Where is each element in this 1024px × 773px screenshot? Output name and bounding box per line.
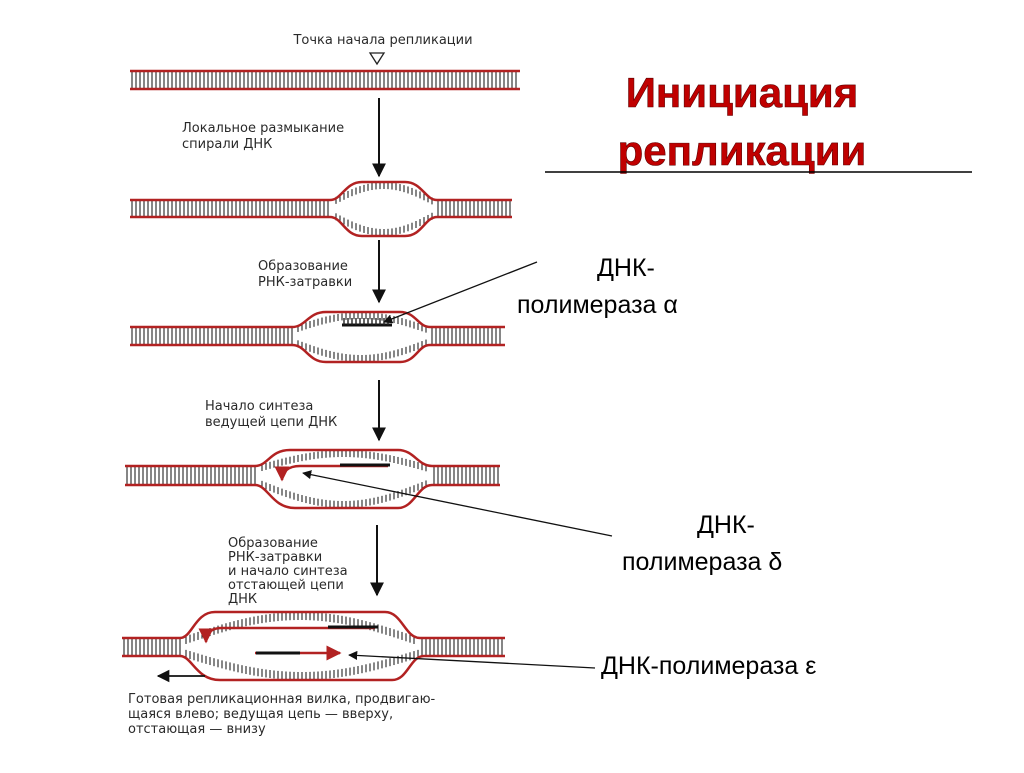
title-line-1: Инициация — [626, 69, 859, 116]
dna-strand-top-2 — [130, 180, 512, 202]
dna-rungs-5 — [123, 612, 503, 680]
origin-triangle-icon — [368, 52, 386, 66]
title-line-2: репликации — [618, 127, 867, 174]
dna-strand-top-3 — [130, 310, 505, 329]
dna-stage-4 — [125, 448, 500, 510]
step-4-line-2: РНК-затравки — [228, 550, 322, 565]
caption-line-1: Готовая репликационная вилка, продвигаю- — [128, 692, 436, 707]
dna-rungs-2 — [131, 182, 511, 236]
origin-label: Точка начала репликации — [292, 33, 472, 48]
polymerase-epsilon-label: ДНК-полимераза ε — [601, 652, 816, 680]
step-3-line-2: ведущей цепи ДНК — [205, 415, 337, 430]
polymerase-alpha-line-1: ДНК- — [597, 254, 655, 282]
leading-strand-4 — [274, 464, 388, 482]
dna-strand-bottom-4 — [125, 483, 500, 510]
dna-rungs-3 — [131, 312, 501, 362]
step-3-line-1: Начало синтеза — [205, 399, 313, 414]
pointer-epsilon — [348, 650, 596, 669]
step-4-line-5: ДНК — [228, 592, 257, 607]
dna-strand-bottom-3 — [130, 343, 505, 364]
dna-strand-top-5 — [122, 610, 505, 640]
dna-stage-2 — [130, 180, 512, 238]
polymerase-alpha-line-2: полимераза α — [517, 291, 678, 319]
step-2-line-1: Образование — [258, 259, 348, 274]
caption-line-2: щаяся влево; ведущая цепь — вверху, — [128, 707, 393, 722]
pointer-alpha — [383, 261, 538, 324]
step-4-line-1: Образование — [228, 536, 318, 551]
dna-strand-bottom-5 — [122, 654, 505, 682]
dna-stage-3 — [130, 310, 505, 364]
dna-rungs-1 — [131, 71, 517, 89]
dna-strand-top-4 — [125, 448, 500, 468]
step-1-line-1: Локальное размыкание — [182, 121, 344, 136]
rna-primer-rungs-3 — [343, 318, 389, 325]
caption-line-3: отстающая — внизу — [128, 722, 266, 737]
step-4-line-4: отстающей цепи — [228, 578, 344, 593]
step-1-line-2: спирали ДНК — [182, 137, 272, 152]
step-4-line-3: и начало синтеза — [228, 564, 348, 579]
polymerase-delta-line-2: полимераза δ — [622, 548, 782, 576]
leading-strand-5 — [198, 626, 375, 644]
dna-stage-5 — [122, 610, 505, 682]
dna-stage-1 — [130, 69, 520, 91]
dna-strand-bottom-2 — [130, 215, 512, 238]
step-2-line-2: РНК-затравки — [258, 275, 352, 290]
polymerase-delta-line-1: ДНК- — [697, 511, 755, 539]
dna-rungs-4 — [126, 450, 499, 508]
pointer-delta — [302, 470, 613, 537]
